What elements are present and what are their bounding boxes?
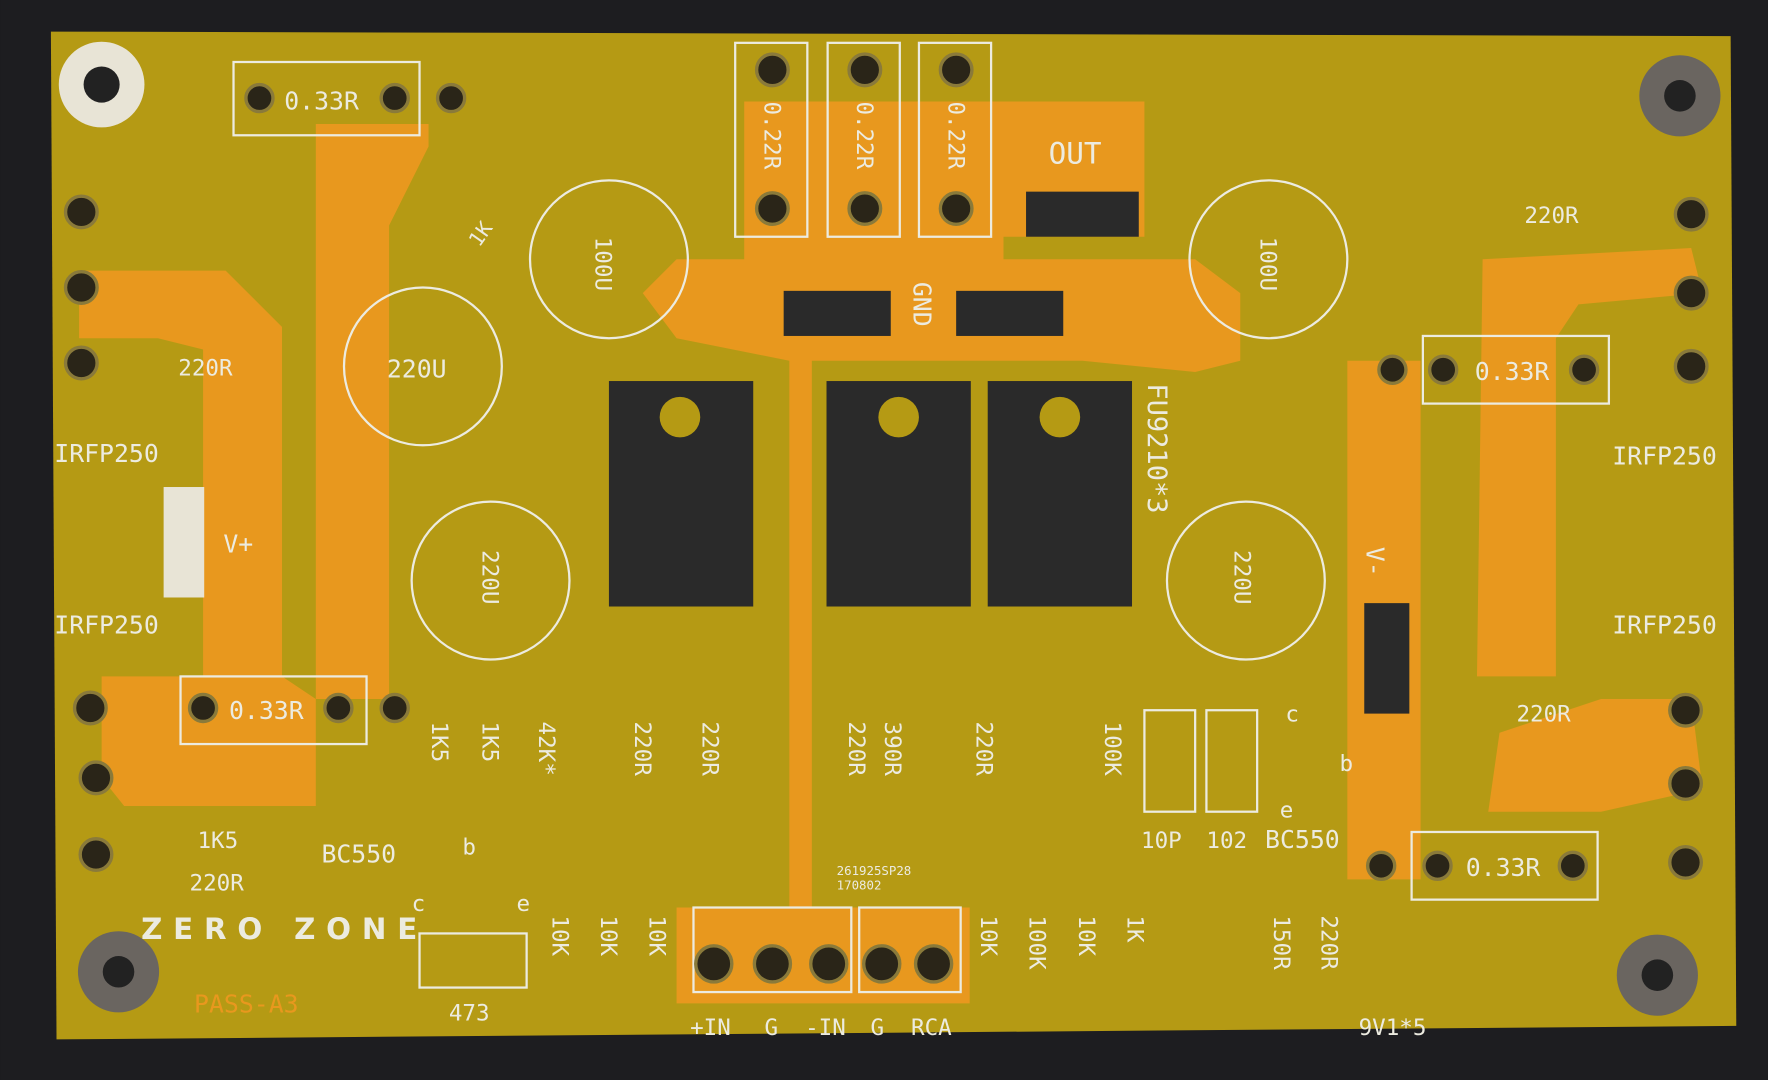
input-label: G bbox=[870, 1015, 884, 1041]
resistor-label: 220R bbox=[970, 722, 996, 777]
resistor-label: 42K* bbox=[533, 722, 559, 776]
cap-label: 100U bbox=[589, 237, 615, 291]
pin-label: c bbox=[1285, 702, 1299, 728]
bc550-label: BC550 bbox=[1265, 825, 1340, 854]
brand-logo: ZERO ZONE bbox=[141, 912, 417, 946]
pin-label: e bbox=[516, 891, 530, 917]
input-label: RCA bbox=[911, 1015, 952, 1041]
resistor-label: 0.33R bbox=[284, 86, 359, 115]
resistor-label: 1K5 bbox=[477, 722, 503, 763]
resistor-label: 0.22R bbox=[759, 101, 785, 169]
model-label: PASS-A3 bbox=[194, 989, 299, 1018]
resistor-label: 220R bbox=[178, 355, 233, 381]
resistor-label: 390R bbox=[879, 722, 905, 777]
board-date: 170802 bbox=[837, 877, 882, 892]
cap-label: 10P bbox=[1141, 828, 1182, 854]
input-label: +IN bbox=[690, 1015, 731, 1041]
pin-label: b bbox=[462, 835, 476, 861]
resistor-label: 220R bbox=[629, 722, 655, 777]
resistor-label: 100K bbox=[1023, 915, 1049, 970]
mosfet-pads bbox=[608, 381, 1133, 607]
resistor-label: 0.22R bbox=[851, 101, 877, 169]
resistor-label: 10K bbox=[1073, 915, 1099, 956]
resistor-label: 10K bbox=[975, 915, 1001, 956]
resistor-label: 220R bbox=[1315, 915, 1341, 970]
resistor-label: 0.22R bbox=[942, 101, 968, 169]
board-code: 261925SP28 bbox=[837, 863, 912, 878]
pin-label: c bbox=[412, 891, 426, 917]
input-label: -IN bbox=[805, 1015, 846, 1041]
out-label: OUT bbox=[1049, 136, 1102, 170]
cap-label: 220U bbox=[387, 355, 447, 384]
resistor-label: 1K5 bbox=[426, 722, 452, 763]
vminus-label: V- bbox=[1361, 547, 1390, 577]
resistor-label: 220R bbox=[190, 871, 245, 897]
input-label: G bbox=[765, 1015, 779, 1041]
silkscreen-labels: OUT GND V+ V- FU9210*3 IRFP250 IRFP250 I… bbox=[54, 86, 1717, 1041]
cap-label: 473 bbox=[449, 1000, 490, 1026]
resistor-label: 220R bbox=[1524, 203, 1579, 229]
resistor-label: 220R bbox=[843, 722, 869, 777]
resistor-label: 1K bbox=[1122, 915, 1148, 943]
resistor-label: 150R bbox=[1268, 915, 1294, 970]
resistor-label: 220R bbox=[696, 722, 722, 777]
bc550-label: BC550 bbox=[321, 839, 396, 868]
mounting-holes bbox=[58, 41, 1721, 1016]
resistor-label: 10K bbox=[547, 915, 573, 956]
pin-label: b bbox=[1339, 751, 1353, 777]
through-holes bbox=[63, 52, 1709, 984]
irfp-label: IRFP250 bbox=[1612, 441, 1717, 470]
gnd-label: GND bbox=[907, 282, 936, 327]
vplus-label: V+ bbox=[223, 529, 253, 558]
cap-label: 220U bbox=[1229, 550, 1255, 604]
resistor-label: 220R bbox=[1516, 702, 1571, 728]
resistor-label: 10K bbox=[644, 915, 670, 956]
resistor-label: 100K bbox=[1099, 722, 1125, 777]
mosfet-label: FU9210*3 bbox=[1141, 383, 1172, 513]
irfp-label: IRFP250 bbox=[54, 611, 159, 640]
cap-label: 220U bbox=[477, 550, 503, 604]
pin-label: e bbox=[1280, 797, 1294, 823]
resistor-label: 0.33R bbox=[1466, 853, 1541, 882]
irfp-label: IRFP250 bbox=[54, 439, 159, 468]
zener-label: 9V1*5 bbox=[1359, 1015, 1427, 1041]
resistor-label: 1K5 bbox=[197, 828, 238, 854]
resistor-label: 0.33R bbox=[229, 696, 304, 725]
silkscreen-outlines bbox=[163, 41, 1611, 994]
resistor-label: 10K bbox=[595, 915, 621, 956]
irfp-label: IRFP250 bbox=[1612, 611, 1717, 640]
resistor-label: 0.33R bbox=[1475, 357, 1550, 386]
cap-label: 102 bbox=[1206, 828, 1247, 854]
cap-label: 100U bbox=[1255, 237, 1281, 291]
